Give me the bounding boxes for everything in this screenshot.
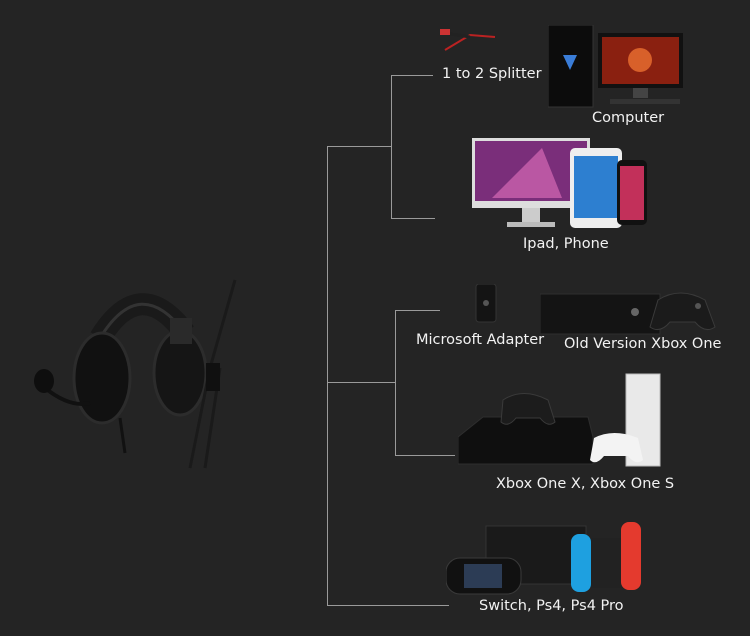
ms-adapter-image <box>474 284 498 324</box>
switch-ps4-image <box>446 518 646 598</box>
label-computer: Computer <box>592 110 665 126</box>
ipad-phone-image <box>472 138 652 230</box>
connector-top-branch <box>327 146 391 147</box>
label-ipad-phone: Ipad, Phone <box>523 236 609 252</box>
label-splitter: 1 to 2 Splitter <box>442 66 542 82</box>
headset-image <box>30 278 245 473</box>
label-ms-adapter: Microsoft Adapter <box>416 332 545 348</box>
connector-ipad <box>391 218 435 219</box>
connector-top-vertical <box>391 75 392 219</box>
connector-xbox <box>395 455 455 456</box>
connector-trunk <box>327 146 328 606</box>
connector-switch <box>327 605 449 606</box>
computer-image <box>548 25 688 110</box>
connector-splitter <box>391 75 433 76</box>
connector-mid-branch <box>327 382 395 383</box>
connector-mid-vertical <box>395 310 396 456</box>
label-xbox-xs: Xbox One X, Xbox One S <box>496 476 675 492</box>
label-old-xbox: Old Version Xbox One <box>564 336 722 352</box>
label-switch-ps4: Switch, Ps4, Ps4 Pro <box>479 598 624 614</box>
xbox-xs-image <box>458 372 668 472</box>
splitter-image <box>440 25 500 55</box>
connector-adapter <box>395 310 440 311</box>
old-xbox-image <box>540 282 718 337</box>
